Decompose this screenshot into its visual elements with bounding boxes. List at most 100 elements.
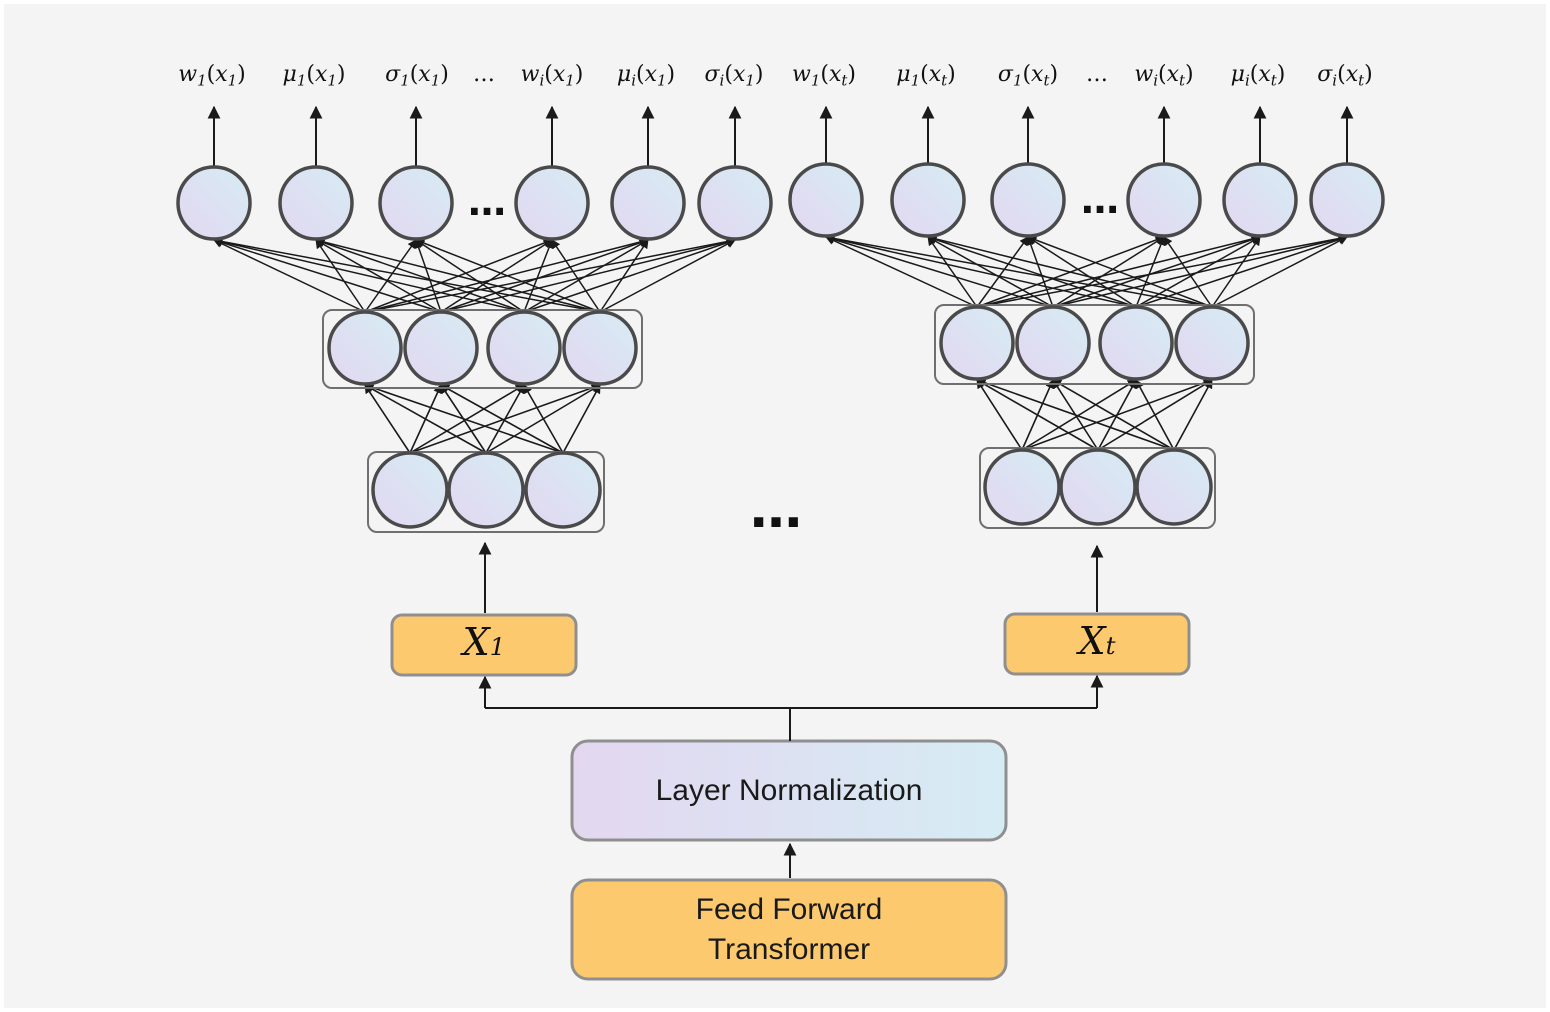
output-label: μ1(xt) — [896, 62, 955, 89]
output-arg: x — [828, 62, 842, 87]
output-fn: w — [792, 62, 811, 87]
output-arg-sub: 1 — [327, 71, 337, 90]
open-paren: ( — [544, 62, 553, 87]
left-edge-hidden-output — [415, 239, 525, 313]
left-edge-hidden-output — [213, 239, 366, 313]
output-fn: σ — [704, 62, 720, 87]
right-edge-hidden-output — [1135, 236, 1166, 308]
left-hidden-node — [562, 310, 638, 386]
right-edge-hidden-output — [1027, 236, 1137, 308]
output-fn: σ — [997, 62, 1013, 87]
left-output-node — [610, 165, 686, 241]
output-arg-sub: t — [1358, 71, 1365, 90]
left-edge-input-hidden — [485, 384, 525, 454]
left-output-node — [176, 165, 252, 241]
output-arg: x — [552, 62, 566, 87]
left-edge-hidden-output — [415, 238, 601, 313]
output-label: σ1(x1) — [385, 62, 449, 89]
right-edge-input-hidden — [1173, 379, 1213, 451]
left-edge-hidden-output — [213, 238, 442, 313]
output-fn-sub: i — [631, 71, 636, 90]
right-edge-hidden-output — [927, 236, 1054, 308]
left-edge-hidden-output — [440, 239, 553, 313]
output-fn: w — [1134, 62, 1154, 87]
layer-frames — [322, 304, 1255, 533]
output-fn: w — [178, 62, 198, 87]
right-edge-hidden-output — [825, 235, 1054, 308]
output-fn: σ — [385, 62, 401, 87]
output-fn: σ — [1317, 62, 1333, 87]
right-edge-hidden-output — [1211, 236, 1348, 308]
output-fn-sub: i — [1332, 71, 1338, 90]
open-paren: ( — [1158, 62, 1167, 87]
output-label: σ1(xt) — [998, 62, 1058, 89]
right-input-node — [1135, 448, 1213, 526]
open-paren: ( — [920, 62, 929, 87]
output-label: w1(x1) — [178, 62, 245, 89]
left-edge-hidden-output — [414, 239, 442, 313]
left-edge-hidden-output — [551, 239, 601, 313]
output-fn-sub: i — [1244, 71, 1250, 90]
right-edge-input-hidden — [1135, 379, 1175, 451]
input-xt-block — [1003, 612, 1191, 676]
layer-normalization-block — [570, 739, 1008, 842]
output-fn-sub: i — [539, 71, 545, 90]
output-label: … — [473, 62, 495, 87]
right-edge-input-hidden — [976, 379, 1099, 451]
output-fn: μ — [896, 62, 911, 87]
left-edge-hidden-output — [440, 237, 736, 313]
output-label: μ1(x1) — [283, 62, 346, 89]
right-edge-input-hidden — [1097, 379, 1137, 451]
left-edge-input-hidden — [562, 384, 601, 454]
left-input-node — [371, 451, 449, 529]
close-paren: ) — [754, 62, 764, 87]
output-label: σi(x1) — [705, 62, 764, 89]
right-hidden-node — [1174, 305, 1250, 381]
output-arg-sub: t — [1043, 71, 1050, 90]
left-hidden-node — [327, 310, 403, 386]
output-arg-sub: t — [941, 71, 948, 90]
right-hidden-node — [1098, 305, 1174, 381]
right-output-node — [1222, 162, 1298, 238]
output-arg-sub: 1 — [227, 71, 238, 90]
right-edge-hidden-output — [1135, 235, 1348, 308]
output-arg: x — [314, 62, 328, 87]
left-output-node — [378, 165, 454, 241]
output-arg: x — [928, 62, 942, 87]
open-paren: ( — [1249, 62, 1259, 87]
output-label: … — [1086, 62, 1108, 87]
open-paren: ( — [409, 62, 419, 87]
output-arg-sub: 1 — [745, 71, 755, 90]
output-label: μi(x1) — [617, 62, 675, 89]
output-fn-sub: 1 — [400, 71, 410, 90]
input-x1-block — [390, 613, 578, 677]
open-paren: ( — [1337, 62, 1346, 87]
right-input-node — [983, 448, 1061, 526]
output-fn: μ — [1230, 62, 1245, 87]
network-edges — [207, 105, 1354, 454]
right-edge-hidden-output — [1026, 236, 1054, 308]
output-label: σi(xt) — [1317, 62, 1372, 89]
left-edge-input-hidden — [409, 384, 525, 454]
output-fn: μ — [282, 62, 297, 87]
open-paren: ( — [1022, 62, 1032, 87]
feed-forward-block — [570, 878, 1008, 981]
output-arg: x — [1345, 62, 1359, 87]
close-paren: ) — [1364, 62, 1373, 87]
output-arg: x — [732, 62, 746, 87]
right-output-node — [990, 162, 1066, 238]
open-paren: ( — [635, 62, 645, 87]
output-arg-sub: t — [1179, 71, 1186, 90]
right-output-node — [788, 162, 864, 238]
close-paren: ) — [440, 62, 449, 87]
output-fn-sub: 1 — [1012, 71, 1023, 90]
output-fn-sub: i — [1153, 71, 1159, 90]
right-edge-hidden-output — [976, 236, 1029, 308]
left-edge-input-hidden — [364, 383, 564, 454]
right-edge-hidden-output — [927, 236, 978, 308]
left-edge-hidden-output — [523, 238, 736, 313]
left-edge-input-hidden — [364, 384, 487, 454]
close-paren: ) — [666, 62, 676, 87]
output-arg: x — [215, 62, 228, 87]
